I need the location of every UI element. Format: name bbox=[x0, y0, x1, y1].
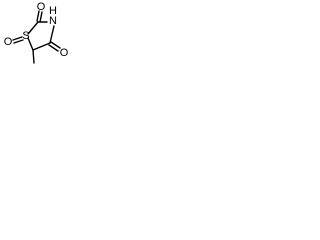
bond-c4-c5 bbox=[32, 42, 51, 51]
thiazolidinedione-sulfoxide-structure: S N H O O O bbox=[4, 1, 69, 64]
bond-c2-o-double-b bbox=[39, 11, 43, 23]
bond-s1-o-double-b bbox=[13, 39, 24, 44]
bond-c5-methyl bbox=[32, 49, 35, 64]
ring-nitrogen-label: N bbox=[49, 15, 57, 27]
bond-s1-c2 bbox=[27, 21, 39, 35]
bond-c4-o-double-b bbox=[48, 44, 59, 52]
ring-nitrogen-hydrogen-label: H bbox=[49, 5, 57, 17]
c4-carbonyl-oxygen-label: O bbox=[60, 47, 69, 59]
bond-c2-o-double-a bbox=[36, 10, 40, 22]
c2-carbonyl-oxygen-label: O bbox=[37, 1, 46, 13]
bond-c4-o-double-a bbox=[50, 41, 61, 49]
sulfur-label: S bbox=[22, 30, 29, 42]
bond-c5-s1 bbox=[27, 37, 34, 51]
bond-s1-o-double-a bbox=[12, 36, 23, 41]
bond-n3-c4 bbox=[49, 25, 55, 44]
sulfoxide-oxygen-label: O bbox=[4, 36, 13, 48]
